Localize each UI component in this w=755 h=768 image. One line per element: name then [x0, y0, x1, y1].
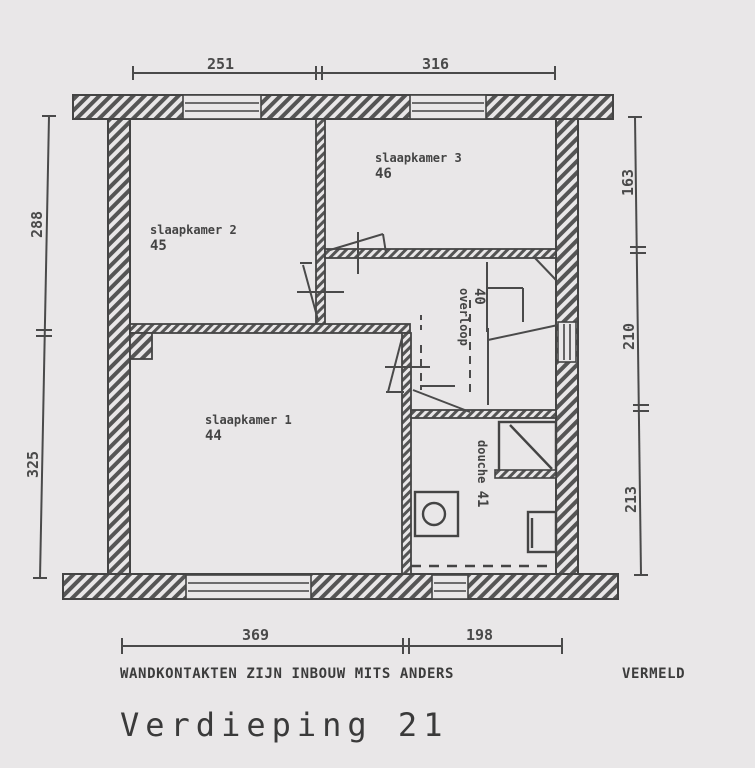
room-number: 40	[471, 288, 487, 305]
drawing-title: Verdieping 21	[120, 706, 449, 744]
dim-top-2: 316	[422, 55, 450, 73]
room-number: 46	[375, 166, 392, 182]
room-name: slaapkamer 1	[205, 413, 292, 427]
dim-right-1: 163	[619, 168, 637, 196]
dim-left-2: 325	[24, 450, 42, 478]
interior-walls	[129, 118, 557, 575]
dim-left-1: 288	[28, 210, 46, 238]
room-douche: douche 41	[474, 440, 490, 507]
door-swings	[297, 232, 559, 413]
room-number: 45	[150, 238, 167, 254]
room-number: 44	[205, 428, 222, 444]
wall-socket-note: WANDKONTAKTEN ZIJN INBOUW MITS ANDERS	[120, 666, 455, 682]
room-slaapkamer-2: slaapkamer 2 45	[150, 222, 237, 254]
room-number: 41	[474, 490, 490, 508]
room-name: slaapkamer 2	[150, 223, 237, 237]
room-name: slaapkamer 3	[375, 151, 462, 165]
room-name: overloop	[457, 288, 471, 346]
room-slaapkamer-3: slaapkamer 3 46	[375, 150, 462, 182]
dim-bottom-2: 198	[466, 626, 494, 644]
room-overloop: overloop 40	[456, 288, 487, 346]
dimension-lines	[33, 66, 649, 654]
toilet-icon	[413, 490, 460, 538]
dim-top-1: 251	[207, 55, 235, 73]
room-name: douche	[475, 440, 489, 484]
exterior-walls	[62, 94, 619, 600]
washbasin-icon	[526, 510, 558, 554]
windows	[182, 94, 577, 600]
dim-right-3: 213	[622, 485, 640, 513]
bathroom-fixtures	[411, 420, 558, 568]
room-slaapkamer-1: slaapkamer 1 44	[205, 412, 292, 444]
dim-bottom-1: 369	[242, 626, 270, 644]
dim-right-2: 210	[620, 322, 638, 350]
wall-socket-note-end: VERMELD	[622, 666, 686, 682]
